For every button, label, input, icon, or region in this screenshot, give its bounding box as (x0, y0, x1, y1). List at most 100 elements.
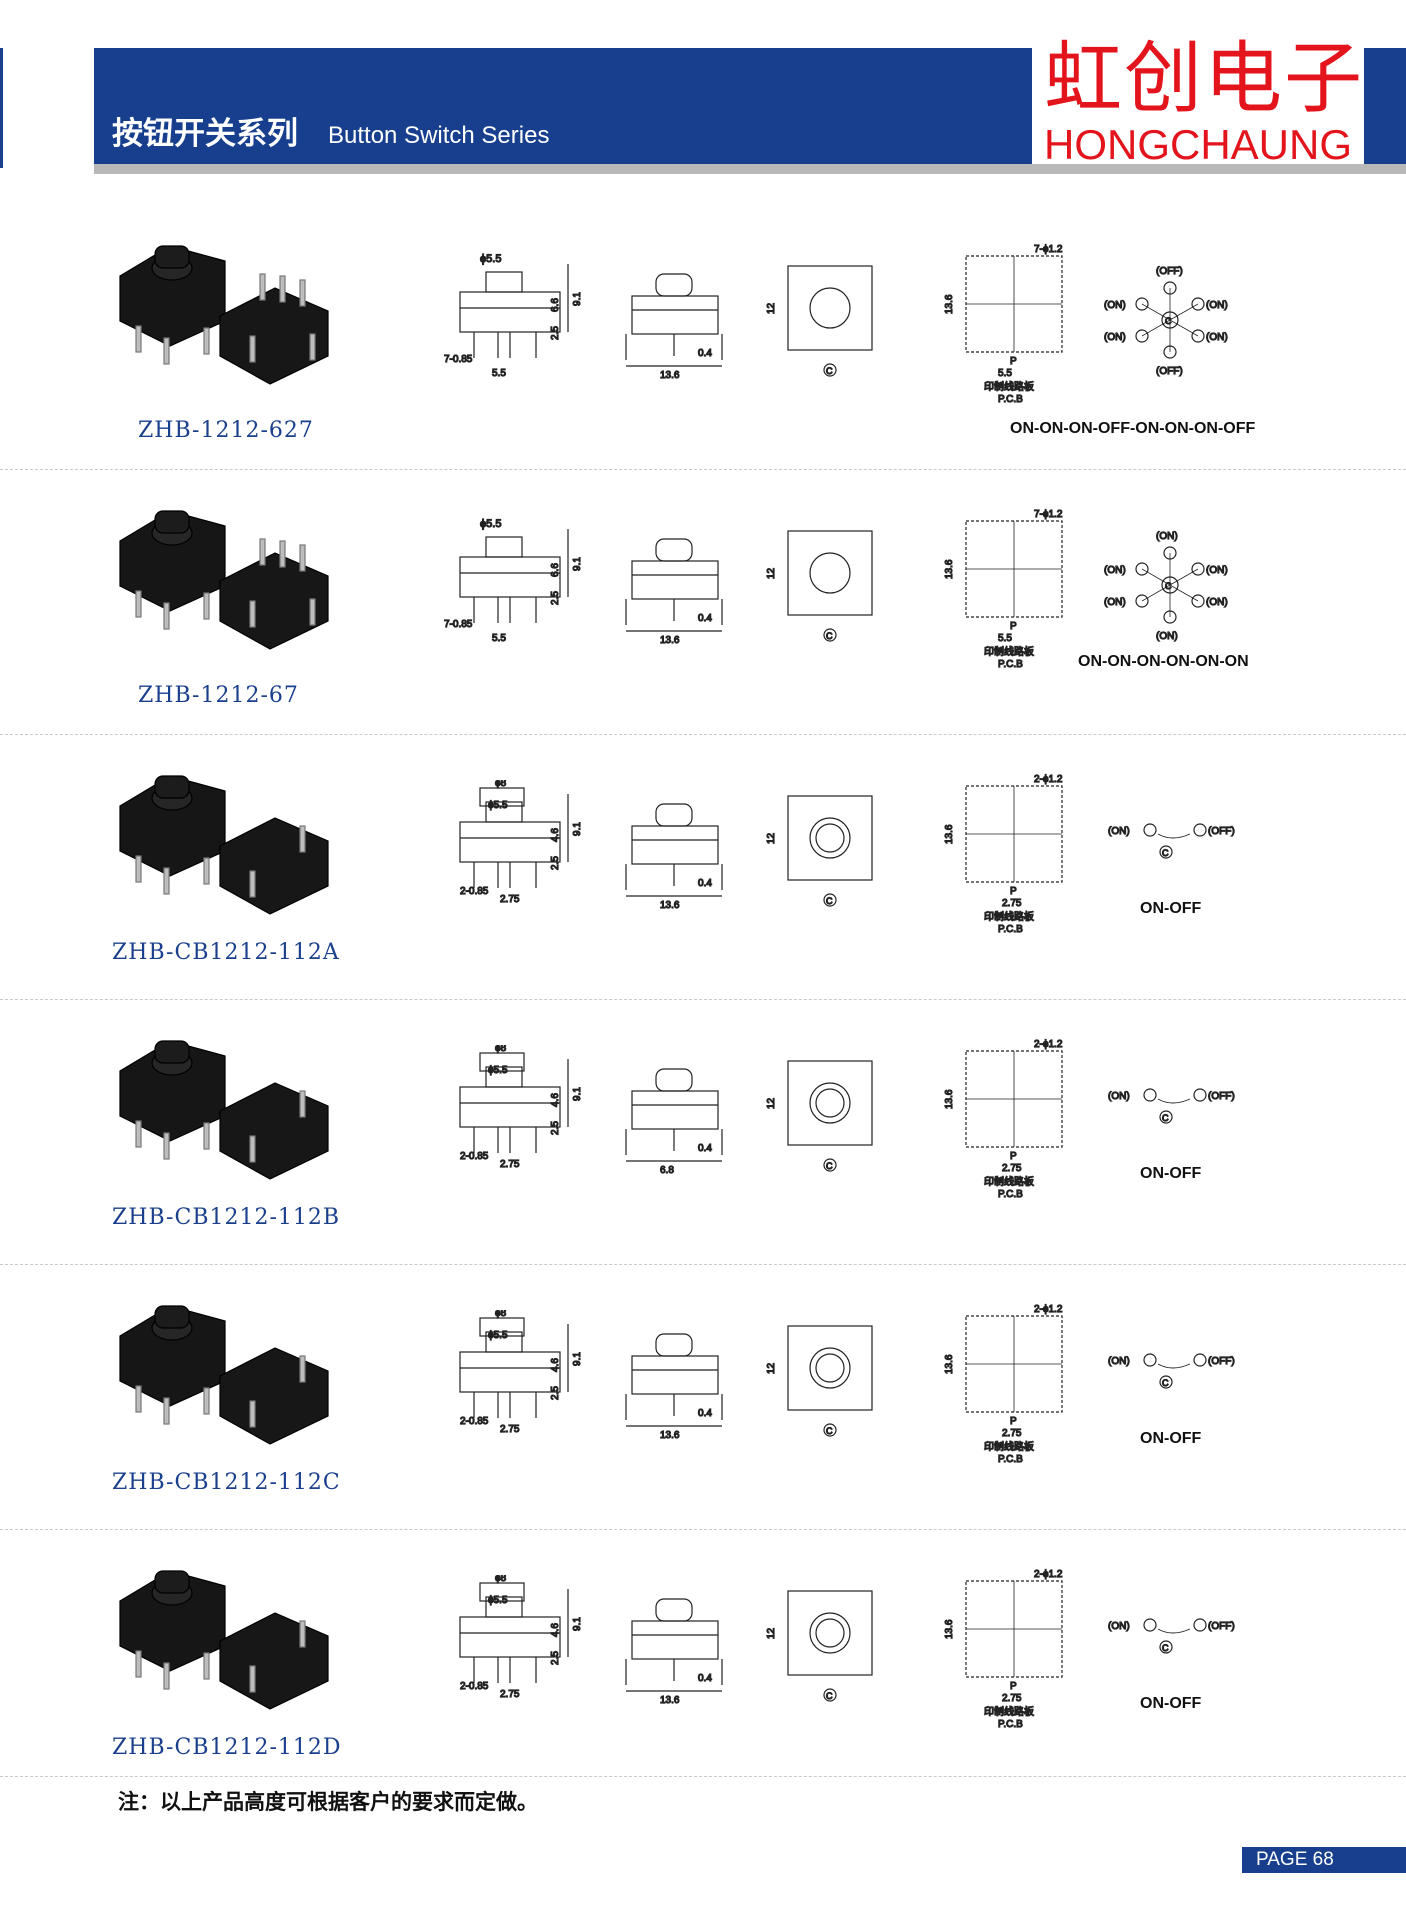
top-view-drawing: 12C (765, 1325, 873, 1437)
dimension-label: 13.6 (944, 559, 955, 579)
dimension-label: 4.6 (550, 1358, 561, 1372)
page-title: 按钮开关系列 (112, 116, 298, 152)
pcb-label-en: P.C.B (998, 924, 1023, 935)
dimension-label: 7-ϕ1.2 (1034, 509, 1063, 520)
dimension-label: 2.75 (1002, 898, 1022, 909)
left-edge-bar (0, 48, 3, 168)
dimension-label: 2.75 (500, 1424, 520, 1435)
dimension-label: 2.5 (550, 1121, 561, 1135)
dimension-label: 2-0.85 (460, 1416, 489, 1427)
terminal-c-label: C (826, 896, 833, 906)
dimension-label: 2-ϕ1.2 (1034, 1039, 1063, 1050)
dimension-label: 9.1 (572, 557, 583, 571)
row-divider (0, 469, 1406, 470)
dimension-label: 5.5 (998, 368, 1012, 379)
dimension-label: 6.6 (550, 298, 561, 312)
dimension-label: 9.1 (572, 1087, 583, 1101)
model-number: ZHB-CB1212-112B (112, 1205, 341, 1230)
terminal-diagram: (ON)C(OFF) (1107, 1088, 1235, 1124)
terminal-c-label: C (1162, 1643, 1169, 1653)
header-band (94, 48, 1032, 164)
product-photo-frame (100, 1541, 340, 1716)
dimension-label: 2-0.85 (460, 886, 489, 897)
dimension-label: 13.6 (944, 1089, 955, 1109)
terminal-diagram: (ON)C(OFF) (1107, 823, 1235, 859)
dimension-label: 12 (766, 1097, 777, 1109)
dimension-label: P (1010, 356, 1017, 367)
dimension-label: 7-ϕ1.2 (1034, 244, 1063, 255)
model-number: ZHB-CB1212-112C (112, 1470, 341, 1495)
side-view-drawing: 0.4 13.6 (625, 273, 723, 382)
model-number: ZHB-1212-67 (138, 683, 299, 708)
dimension-label: ϕ8 (495, 1310, 507, 1319)
on-state-label: (ON) (1206, 597, 1228, 608)
dimension-label: 9.1 (572, 1617, 583, 1631)
side-view-drawing: 0.46.8 (625, 1068, 723, 1177)
terminal-diagram: C(ON)(ON)(ON)(ON)(OFF)(OFF) (1103, 265, 1228, 377)
terminal-c-label: C (826, 1691, 833, 1701)
on-state-label: (ON) (1108, 1621, 1130, 1632)
page-subtitle: Button Switch Series (328, 122, 550, 149)
dimension-label: ϕ8 (495, 1045, 507, 1054)
terminal-c-label: C (826, 366, 833, 376)
dimension-label: 5.5 (492, 633, 506, 644)
dimension-label: 2.75 (500, 1689, 520, 1700)
on-state-label: (ON) (1104, 300, 1126, 311)
row-divider (0, 1529, 1406, 1530)
product-photo (119, 510, 329, 650)
row-divider (0, 999, 1406, 1000)
dimension-label: 13.6 (944, 294, 955, 314)
top-view-drawing: 12C (765, 1060, 873, 1172)
dimension-label: 2.75 (500, 1159, 520, 1170)
on-state-label: (ON) (1156, 531, 1178, 542)
off-state-label: (OFF) (1208, 1356, 1235, 1367)
off-state-label: (OFF) (1156, 366, 1183, 377)
on-state-label: (ON) (1108, 1356, 1130, 1367)
product-photo-frame (100, 746, 340, 921)
off-state-label: (OFF) (1156, 266, 1183, 277)
dimension-label: 2.5 (550, 1386, 561, 1400)
dimension-label: 2-ϕ1.2 (1034, 774, 1063, 785)
dimension-label: 2.75 (1002, 1693, 1022, 1704)
brand-logo-en: HONGCHAUNG (1044, 121, 1353, 168)
row-divider (0, 1264, 1406, 1265)
dimension-label: 2.5 (550, 856, 561, 870)
dimension-label: 0.4 (698, 348, 712, 359)
dimension-label: 12 (766, 302, 777, 314)
dimension-label: 6.6 (550, 563, 561, 577)
dimension-label: P (1010, 621, 1017, 632)
dimension-label: 5.5 (492, 368, 506, 379)
dimension-label: 13.6 (944, 1354, 955, 1374)
dimension-label: 9.1 (572, 822, 583, 836)
product-photo (119, 1040, 329, 1180)
dimension-label: 13.6 (660, 1430, 680, 1440)
dimension-label: 7-0.85 (444, 619, 473, 630)
model-number: ZHB-CB1212-112D (112, 1735, 342, 1760)
dimension-label: 6.8 (660, 1165, 674, 1175)
side-view-drawing: 0.413.6 (625, 1598, 723, 1707)
dimension-label: 13.6 (660, 370, 680, 380)
pcb-label-en: P.C.B (998, 394, 1023, 405)
